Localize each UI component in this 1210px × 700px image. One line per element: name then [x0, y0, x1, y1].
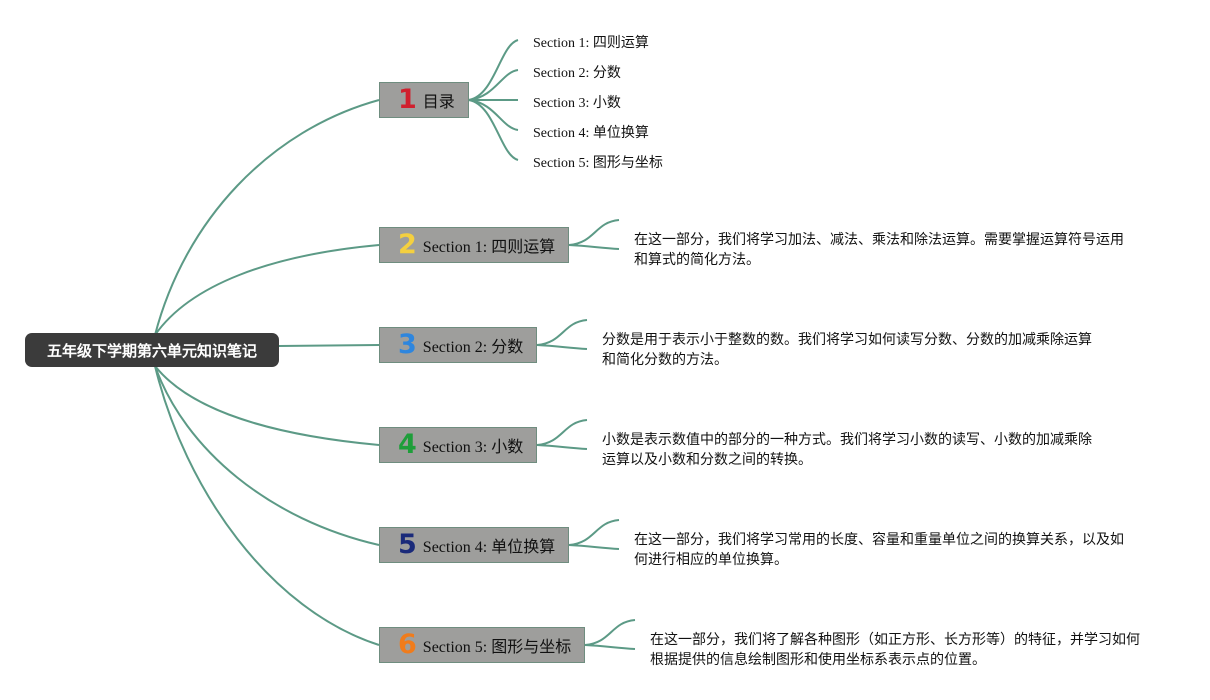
description-line: 运算以及小数和分数之间的转换。	[602, 453, 812, 468]
link-desc-3b	[536, 444, 588, 450]
link-desc-2b	[536, 344, 588, 350]
number-2-icon: 2	[398, 228, 417, 260]
link-toc-1	[468, 39, 519, 101]
toc-item[interactable]: Section 1: 四则运算	[533, 36, 649, 51]
description-line: 小数是表示数值中的部分的一种方式。我们将学习小数的读写、小数的加减乘除	[602, 433, 1092, 448]
branch-label: Section 4: 单位换算	[422, 539, 556, 556]
root-node[interactable]: 五年级下学期第六单元知识笔记	[25, 333, 279, 367]
branch-node-section-1[interactable]: 2 Section 1: 四则运算	[379, 227, 569, 263]
link-root-branch-6	[154, 365, 380, 646]
description-line: 分数是用于表示小于整数的数。我们将学习如何读写分数、分数的加减乘除运算	[602, 333, 1092, 348]
branch-node-toc[interactable]: 1 目录	[379, 82, 469, 118]
branch-node-section-4[interactable]: 5 Section 4: 单位换算	[379, 527, 569, 563]
toc-item[interactable]: Section 2: 分数	[533, 66, 621, 81]
description-section-1[interactable]: 在这一部分，我们将学习加法、减法、乘法和除法运算。需要掌握运算符号运用 和算式的…	[634, 231, 1124, 271]
link-desc-3a	[536, 419, 588, 446]
branch-label: Section 2: 分数	[422, 339, 524, 356]
description-section-3[interactable]: 小数是表示数值中的部分的一种方式。我们将学习小数的读写、小数的加减乘除 运算以及…	[602, 431, 1092, 471]
link-root-branch-4	[154, 365, 380, 446]
branch-label: 目录	[422, 94, 455, 111]
link-root-branch-1	[154, 99, 380, 336]
toc-item[interactable]: Section 5: 图形与坐标	[533, 156, 663, 171]
link-desc-4b	[568, 544, 620, 550]
link-toc-5	[468, 99, 519, 161]
link-desc-2a	[536, 319, 588, 346]
description-line: 在这一部分，我们将学习加法、减法、乘法和除法运算。需要掌握运算符号运用	[634, 233, 1124, 248]
description-line: 何进行相应的单位换算。	[634, 553, 788, 568]
branch-label: Section 1: 四则运算	[422, 239, 556, 256]
link-toc-2	[468, 69, 519, 101]
description-line: 在这一部分，我们将了解各种图形（如正方形、长方形等）的特征，并学习如何	[650, 633, 1140, 648]
link-root-branch-5	[154, 365, 380, 546]
link-desc-4a	[568, 519, 620, 546]
branch-node-section-3[interactable]: 4 Section 3: 小数	[379, 427, 537, 463]
description-section-5[interactable]: 在这一部分，我们将了解各种图形（如正方形、长方形等）的特征，并学习如何 根据提供…	[650, 631, 1140, 671]
branch-label: Section 3: 小数	[422, 439, 524, 456]
description-section-4[interactable]: 在这一部分，我们将学习常用的长度、容量和重量单位之间的换算关系，以及如 何进行相…	[634, 531, 1124, 571]
description-section-2[interactable]: 分数是用于表示小于整数的数。我们将学习如何读写分数、分数的加减乘除运算 和简化分…	[602, 331, 1092, 371]
number-4-icon: 4	[398, 428, 417, 460]
number-5-icon: 5	[398, 528, 417, 560]
toc-item[interactable]: Section 4: 单位换算	[533, 126, 649, 141]
description-line: 在这一部分，我们将学习常用的长度、容量和重量单位之间的换算关系，以及如	[634, 533, 1124, 548]
root-label: 五年级下学期第六单元知识笔记	[46, 341, 257, 360]
link-root-branch-2	[154, 244, 380, 336]
link-desc-1b	[568, 244, 620, 250]
branch-node-section-5[interactable]: 6 Section 5: 图形与坐标	[379, 627, 585, 663]
description-line: 根据提供的信息绘制图形和使用坐标系表示点的位置。	[650, 653, 986, 668]
link-desc-5b	[584, 644, 636, 650]
toc-item[interactable]: Section 3: 小数	[533, 96, 621, 111]
link-desc-1a	[568, 219, 620, 246]
number-6-icon: 6	[398, 628, 417, 660]
link-desc-5a	[584, 619, 636, 646]
link-root-branch-3	[278, 344, 380, 347]
description-line: 和简化分数的方法。	[602, 353, 728, 368]
branch-label: Section 5: 图形与坐标	[422, 639, 572, 656]
branch-node-section-2[interactable]: 3 Section 2: 分数	[379, 327, 537, 363]
description-line: 和算式的简化方法。	[634, 253, 760, 268]
number-3-icon: 3	[398, 328, 417, 360]
number-1-icon: 1	[398, 83, 417, 115]
